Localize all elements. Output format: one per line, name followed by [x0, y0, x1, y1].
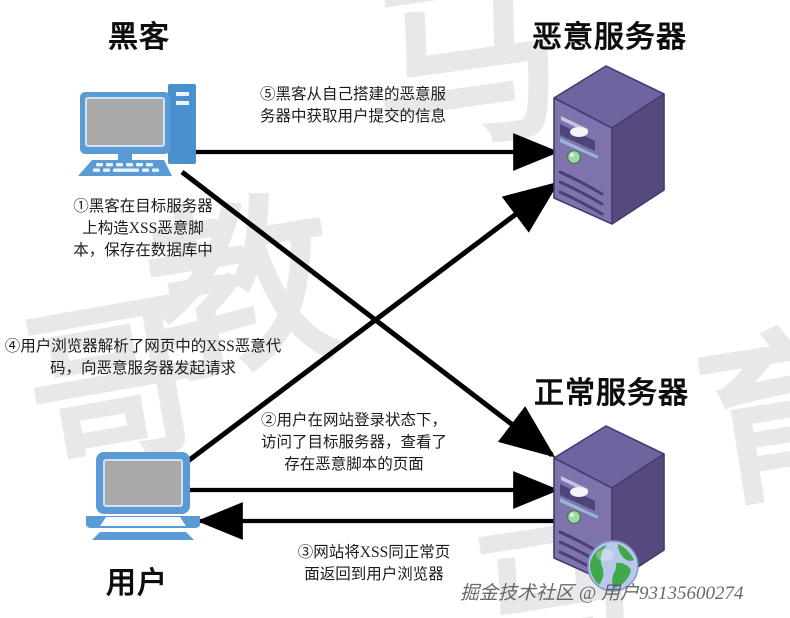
- credit-watermark: 掘金技术社区 @ 用户93135600274: [460, 583, 744, 604]
- step-3-line-1: ③网站将XSS同正常页: [297, 544, 451, 561]
- globe-icon: [585, 538, 641, 599]
- step-4-line-2: 码，向恶意服务器发起请求: [49, 360, 236, 377]
- step-2-line-2: 访问了目标服务器，查看了: [260, 434, 447, 451]
- laptop-icon: [82, 450, 204, 547]
- arrow-step-1: [180, 170, 556, 458]
- step-3-note: ③网站将XSS同正常页 面返回到用户浏览器: [276, 542, 472, 586]
- node-title-malicious-server: 恶意服务器: [532, 21, 687, 54]
- server-tower-icon: [548, 58, 670, 231]
- step-4-line-1: ④用户浏览器解析了网页中的XSS恶意代: [4, 338, 282, 355]
- node-title-user: 用户: [106, 567, 168, 600]
- step-5-note: ⑤黑客从自己搭建的恶意服 务器中获取用户提交的信息: [260, 84, 446, 128]
- desktop-computer-icon: [72, 82, 200, 182]
- step-5-line-2: 务器中获取用户提交的信息: [260, 108, 447, 125]
- step-2-line-3: 存在恶意脚本的页面: [284, 456, 424, 473]
- node-title-normal-server: 正常服务器: [534, 377, 689, 410]
- step-1-line-3: 本，保存在数据库中: [73, 242, 213, 259]
- step-3-line-2: 面返回到用户浏览器: [304, 566, 444, 583]
- step-1-line-1: ①黑客在目标服务器: [73, 198, 213, 215]
- arrow-step-4: [186, 181, 560, 463]
- node-title-hacker: 黑客: [108, 21, 170, 54]
- step-5-line-1: ⑤黑客从自己搭建的恶意服: [260, 86, 447, 103]
- step-2-note: ②用户在网站登录状态下， 访问了目标服务器，查看了 存在恶意脚本的页面: [238, 410, 470, 476]
- step-1-note: ①黑客在目标服务器 上构造XSS恶意脚 本，保存在数据库中: [48, 196, 238, 262]
- step-1-line-2: 上构造XSS恶意脚: [82, 220, 204, 237]
- step-2-line-1: ②用户在网站登录状态下，: [260, 412, 447, 429]
- step-4-note: ④用户浏览器解析了网页中的XSS恶意代 码，向恶意服务器发起请求: [0, 336, 293, 380]
